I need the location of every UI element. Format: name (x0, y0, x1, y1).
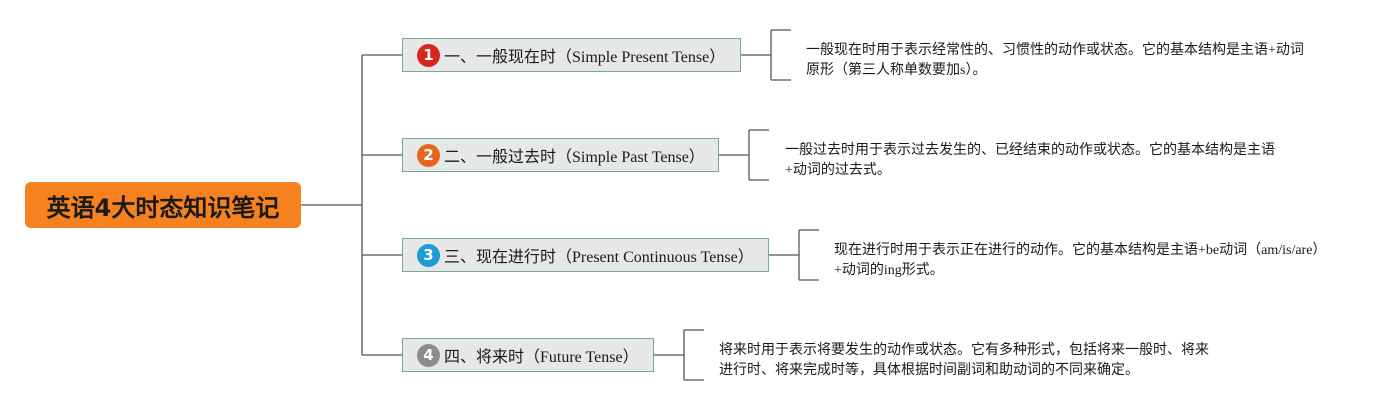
root-title: 英语4大时态知识笔记 (46, 193, 280, 222)
branch-node-simple-present[interactable]: 1 一、一般现在时（Simple Present Tense） (402, 38, 741, 72)
desc-connector-3 (769, 229, 819, 281)
number-badge-icon: 3 (417, 243, 440, 267)
description-line: 现在进行时用于表示正在进行的动作。它的基本结构是主语+be动词（am/is/ar… (834, 243, 1327, 258)
description-line: 原形（第三人称单数要加s）。 (806, 63, 987, 78)
number-badge-icon: 2 (417, 143, 440, 167)
description-simple-past: 一般过去时用于表示过去发生的、已经结束的动作或状态。它的基本结构是主语 +动词的… (785, 141, 1275, 181)
description-simple-present: 一般现在时用于表示经常性的、习惯性的动作或状态。它的基本结构是主语+动词 原形（… (806, 41, 1304, 81)
description-line: 将来时用于表示将要发生的动作或状态。它有多种形式，包括将来一般时、将来 (719, 343, 1209, 358)
description-line: 一般现在时用于表示经常性的、习惯性的动作或状态。它的基本结构是主语+动词 (806, 43, 1304, 58)
root-node[interactable]: 英语4大时态知识笔记 (25, 182, 301, 228)
description-present-continuous: 现在进行时用于表示正在进行的动作。它的基本结构是主语+be动词（am/is/ar… (834, 241, 1326, 281)
desc-connector-4 (654, 329, 704, 381)
description-line: +动词的过去式。 (785, 163, 891, 178)
description-line: 一般过去时用于表示过去发生的、已经结束的动作或状态。它的基本结构是主语 (785, 143, 1275, 158)
branch-label: 三、现在进行时（Present Continuous Tense） (444, 249, 754, 266)
branch-node-present-continuous[interactable]: 3 三、现在进行时（Present Continuous Tense） (402, 238, 769, 272)
branch-label: 二、一般过去时（Simple Past Tense） (444, 149, 705, 166)
number-badge-icon: 1 (417, 43, 440, 67)
branch-label: 一、一般现在时（Simple Present Tense） (444, 49, 726, 66)
desc-connector-1 (741, 29, 791, 81)
number-badge-icon: 4 (417, 343, 440, 367)
branch-node-future[interactable]: 4 四、将来时（Future Tense） (402, 338, 654, 372)
description-future: 将来时用于表示将要发生的动作或状态。它有多种形式，包括将来一般时、将来 进行时、… (719, 341, 1209, 381)
desc-connector-2 (719, 129, 769, 181)
description-line: +动词的ing形式。 (834, 263, 944, 278)
description-line: 进行时、将来完成时等，具体根据时间副词和助动词的不同来确定。 (719, 363, 1139, 378)
branch-node-simple-past[interactable]: 2 二、一般过去时（Simple Past Tense） (402, 138, 719, 172)
branch-label: 四、将来时（Future Tense） (444, 349, 639, 366)
